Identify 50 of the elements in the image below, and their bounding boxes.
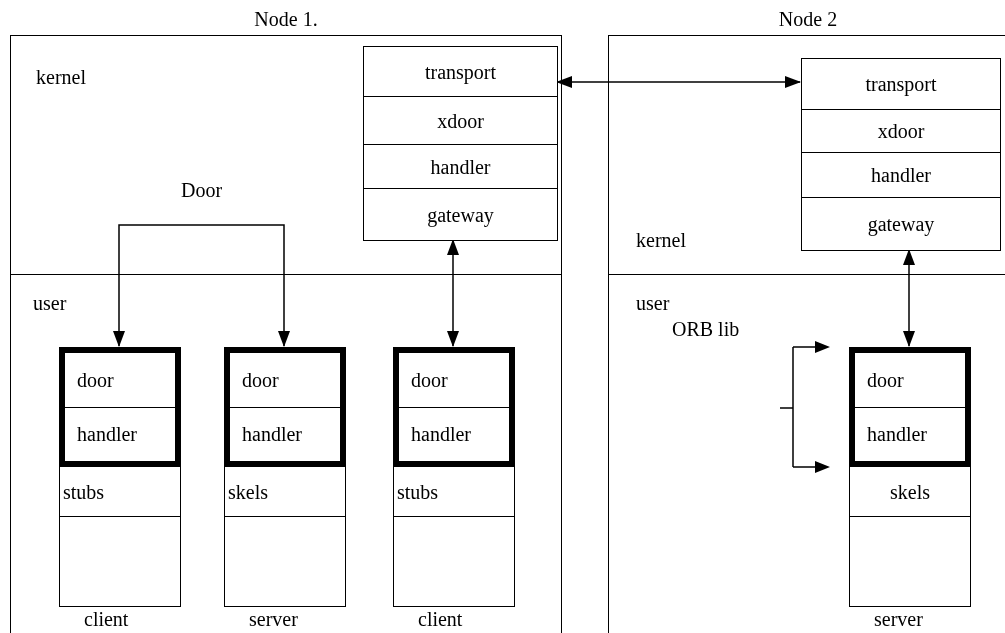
- layer-box: [363, 96, 558, 145]
- layer-text: handler: [242, 422, 302, 448]
- empty-box: [393, 516, 515, 607]
- layer-text: handler: [871, 163, 931, 188]
- empty-box: [849, 516, 971, 607]
- layer-text: door: [411, 367, 448, 393]
- layer-text: handler: [411, 422, 471, 448]
- node-title: Node 2: [777, 7, 839, 32]
- layer-box: [363, 188, 558, 241]
- empty-box: [59, 516, 181, 607]
- layer-text: gateway: [427, 202, 494, 229]
- layer-box: [363, 46, 558, 97]
- layer-text: skels: [228, 479, 268, 505]
- empty-box: [224, 516, 346, 607]
- layer-box: [801, 58, 1001, 110]
- stack-box: [393, 347, 515, 467]
- arrow: [903, 249, 915, 347]
- layer-box: [801, 197, 1001, 251]
- arrow: [556, 76, 801, 88]
- stack-box: [224, 347, 346, 467]
- layer-text: door: [867, 367, 904, 393]
- layer-box: [393, 466, 515, 517]
- layer-text: door: [77, 367, 114, 393]
- layer-text: handler: [867, 422, 927, 448]
- layer-box: [801, 152, 1001, 198]
- layer-box: [363, 144, 558, 189]
- layer-box: [849, 466, 971, 517]
- layer-text: stubs: [397, 479, 439, 505]
- layer-text: skels: [890, 479, 930, 505]
- caption-text: client: [418, 609, 463, 629]
- layer-text: stubs: [63, 479, 105, 505]
- layer-text: handler: [430, 154, 491, 180]
- arrow: [447, 239, 459, 347]
- arrow: [113, 224, 290, 347]
- layer-text: handler: [77, 422, 137, 448]
- caption-text: server: [249, 609, 298, 629]
- layer-text: door: [242, 367, 279, 393]
- layer-box: [801, 109, 1001, 153]
- stack-box: [849, 347, 971, 467]
- caption-text: server: [874, 609, 923, 629]
- layer-box: [59, 466, 181, 517]
- layer-text: gateway: [867, 212, 935, 238]
- stack-box: [59, 347, 181, 467]
- layer-text: transport: [865, 72, 937, 98]
- layer-text: xdoor: [877, 119, 925, 144]
- layer-text: xdoor: [437, 108, 484, 134]
- layer-box: [224, 466, 346, 517]
- layer-text: transport: [424, 59, 497, 86]
- node-title: Node 1.: [253, 7, 319, 32]
- caption-text: client: [84, 609, 129, 629]
